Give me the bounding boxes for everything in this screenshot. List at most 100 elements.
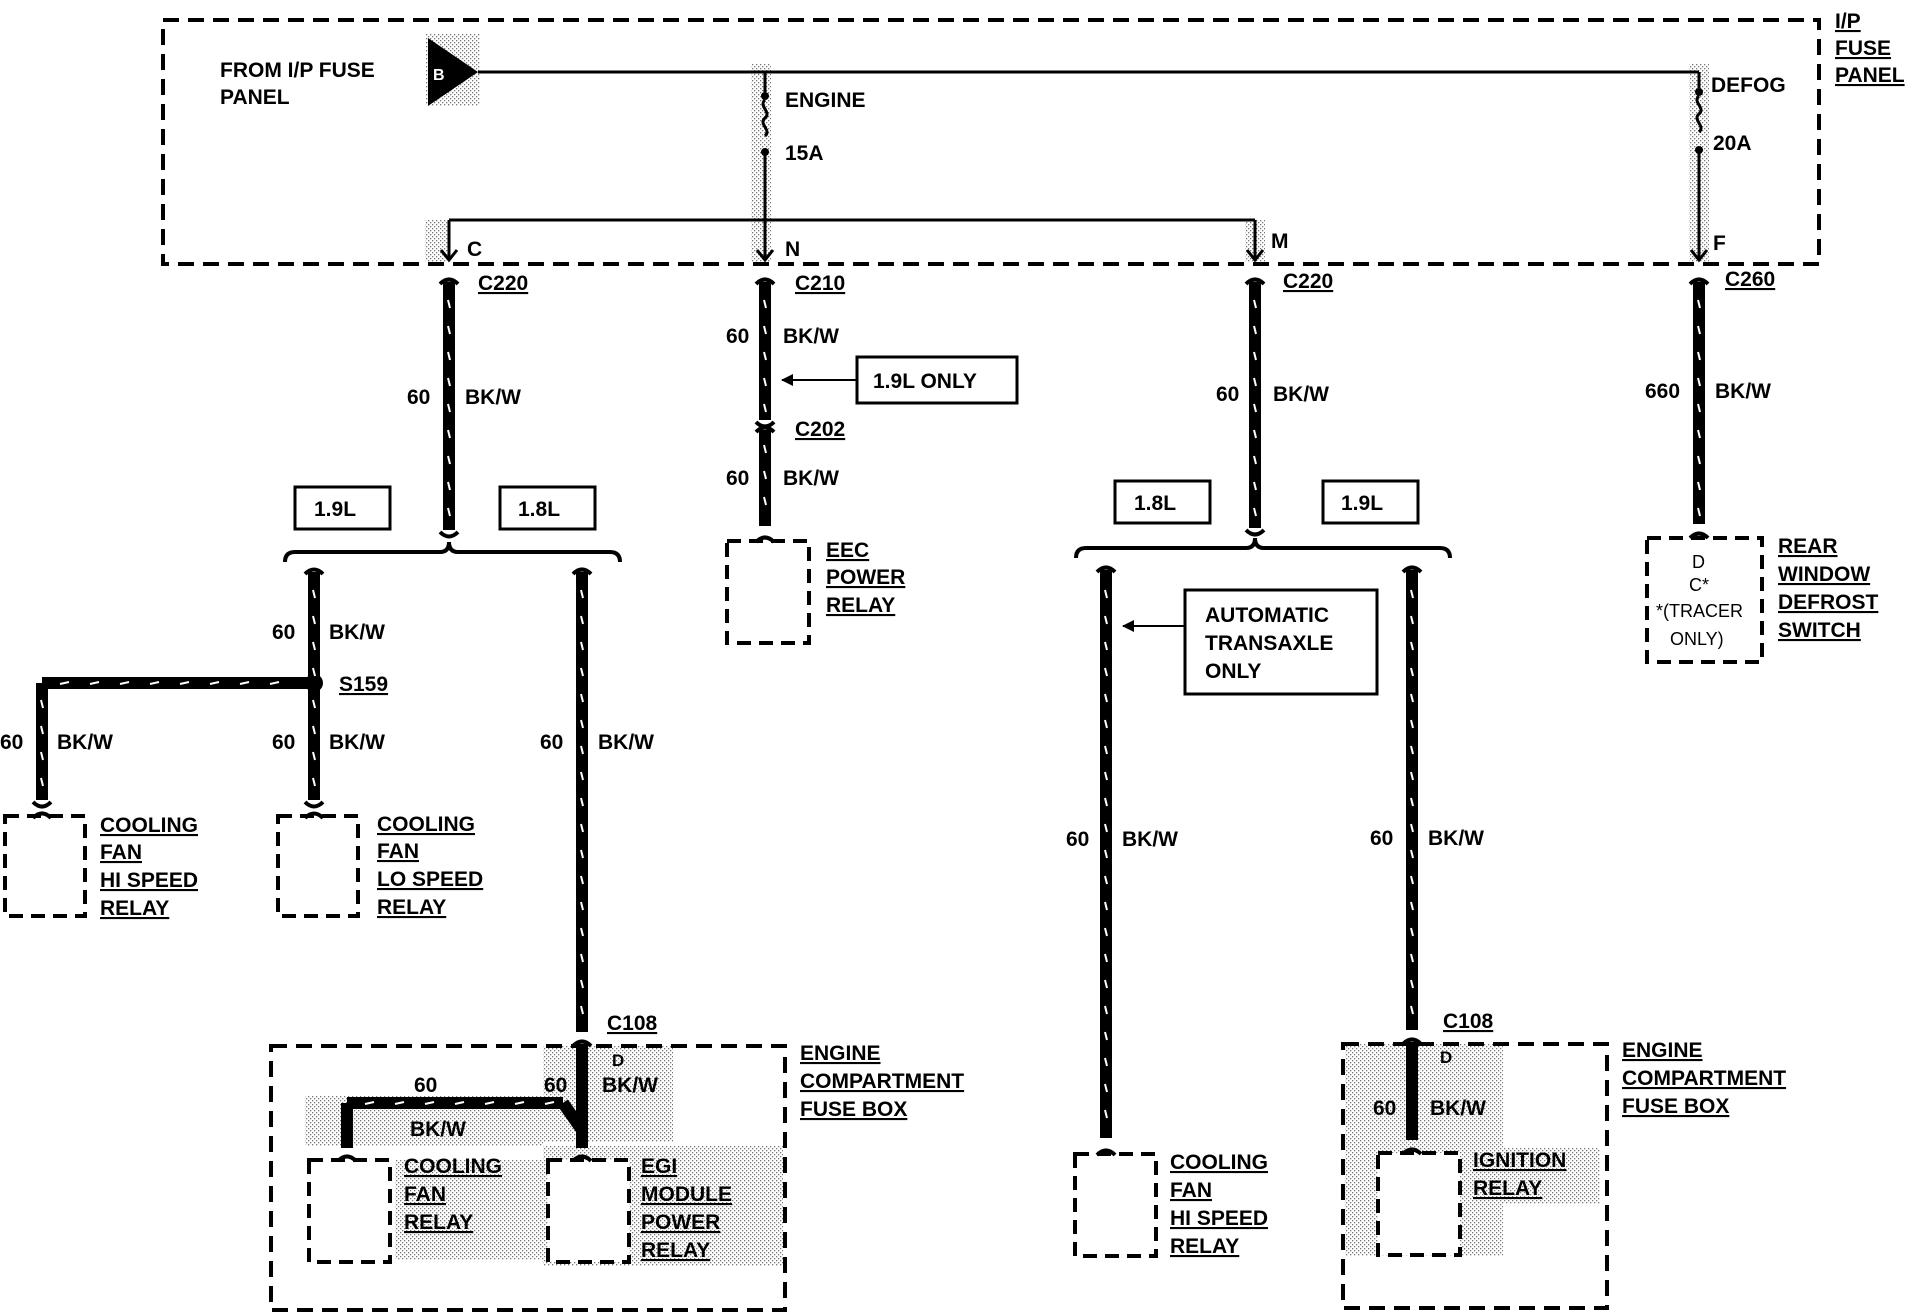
svg-text:FUSE BOX: FUSE BOX <box>800 1098 907 1121</box>
svg-text:60: 60 <box>1373 1097 1396 1120</box>
svg-text:ONLY: ONLY <box>1205 660 1261 683</box>
svg-text:ENGINE: ENGINE <box>800 1042 881 1065</box>
svg-text:COMPARTMENT: COMPARTMENT <box>1622 1067 1786 1090</box>
note-18l-left: 1.8L <box>518 498 560 521</box>
branch-c220-left: C220 60 BK/W 1.9L 1.8L <box>283 272 622 563</box>
panel-title-2: FUSE <box>1835 37 1891 60</box>
svg-text:COMPARTMENT: COMPARTMENT <box>800 1070 964 1093</box>
svg-text:60: 60 <box>272 621 295 644</box>
svg-text:COOLING: COOLING <box>404 1155 502 1178</box>
svg-text:60: 60 <box>1066 828 1089 851</box>
connector-c108-left: C108 <box>607 1012 658 1035</box>
note-19l-only: 1.9L ONLY <box>873 370 977 393</box>
note-19l-left: 1.9L <box>314 498 356 521</box>
fuse-defog-rating: 20A <box>1713 132 1752 155</box>
svg-text:MODULE: MODULE <box>641 1183 732 1206</box>
svg-text:EGI: EGI <box>641 1155 677 1178</box>
connector-c220-right: C220 <box>1283 270 1333 293</box>
svg-text:60: 60 <box>414 1074 437 1097</box>
svg-text:ONLY): ONLY) <box>1670 629 1724 649</box>
svg-text:FAN: FAN <box>1170 1179 1212 1202</box>
note-19l-right: 1.9L <box>1341 492 1383 515</box>
note-18l-right: 1.8L <box>1134 492 1176 515</box>
svg-text:RELAY: RELAY <box>404 1211 473 1234</box>
wire-color: BK/W <box>465 386 521 409</box>
connector-c108-right: C108 <box>1443 1010 1494 1033</box>
connector-c202: C202 <box>795 418 845 441</box>
pin-m: M <box>1271 230 1289 253</box>
engine-fuse-box-left: D 60 BK/W 60 BK/W COOLING FAN RELAY EGI … <box>269 1039 964 1312</box>
svg-text:SWITCH: SWITCH <box>1778 619 1861 642</box>
egi-module-power-relay-box <box>546 1158 631 1264</box>
connector-c220-left: C220 <box>478 272 528 295</box>
fan-hi-speed-relay-right-box <box>1073 1152 1158 1258</box>
svg-text:RELAY: RELAY <box>377 896 446 919</box>
svg-text:FAN: FAN <box>404 1183 446 1206</box>
svg-text:RELAY: RELAY <box>1170 1235 1239 1258</box>
branch-19l-left: 60 BK/W S159 60 BK/W 60 BK/W COOLING FAN… <box>0 567 483 920</box>
svg-text:60: 60 <box>1370 827 1393 850</box>
svg-text:HI SPEED: HI SPEED <box>100 869 198 892</box>
from-fuse-panel-label: FROM I/P FUSE <box>220 59 375 82</box>
svg-text:IGNITION: IGNITION <box>1473 1149 1566 1172</box>
svg-text:TRANSAXLE: TRANSAXLE <box>1205 632 1333 655</box>
ip-fuse-panel: FROM I/P FUSE PANEL I/P FUSE PANEL B ENG… <box>161 10 1905 266</box>
fuse-engine-rating: 15A <box>785 142 824 165</box>
svg-text:C*: C* <box>1689 575 1709 595</box>
svg-text:BK/W: BK/W <box>1428 827 1484 850</box>
svg-text:60: 60 <box>272 731 295 754</box>
svg-text:60: 60 <box>0 731 23 754</box>
panel-title-3: PANEL <box>1835 64 1905 87</box>
connector-b-icon <box>428 38 478 106</box>
from-fuse-panel-label-2: PANEL <box>220 86 290 109</box>
panel-title-1: I/P <box>1835 10 1861 33</box>
svg-text:BK/W: BK/W <box>1122 828 1178 851</box>
svg-text:EEC: EEC <box>826 539 869 562</box>
connector-c260: C260 <box>1725 268 1775 291</box>
svg-text:ENGINE: ENGINE <box>1622 1039 1703 1062</box>
svg-text:BK/W: BK/W <box>1430 1097 1486 1120</box>
cooling-fan-relay-box <box>307 1158 392 1264</box>
svg-text:WINDOW: WINDOW <box>1778 563 1870 586</box>
svg-text:60: 60 <box>726 467 749 490</box>
svg-text:BK/W: BK/W <box>57 731 113 754</box>
svg-text:LO SPEED: LO SPEED <box>377 868 483 891</box>
wire-tracer-marks <box>40 299 1701 1119</box>
fuse-defog-icon <box>1695 94 1703 134</box>
svg-text:COOLING: COOLING <box>377 813 475 836</box>
svg-text:660: 660 <box>1645 380 1680 403</box>
svg-text:BK/W: BK/W <box>329 621 385 644</box>
fuse-defog-name: DEFOG <box>1711 74 1786 97</box>
svg-text:POWER: POWER <box>826 566 905 589</box>
svg-text:FUSE BOX: FUSE BOX <box>1622 1095 1729 1118</box>
svg-text:BK/W: BK/W <box>410 1118 466 1141</box>
svg-text:RELAY: RELAY <box>100 897 169 920</box>
branch-19l-right: 60 BK/W C108 <box>1370 565 1494 1033</box>
fan-lo-speed-relay-box <box>276 814 360 918</box>
svg-text:REAR: REAR <box>1778 535 1838 558</box>
svg-text:RELAY: RELAY <box>1473 1177 1542 1200</box>
pin-f: F <box>1713 232 1726 255</box>
fuse-engine-name: ENGINE <box>785 89 866 112</box>
branch-c260: C260 660 BK/W D C* *(TRACER ONLY) REAR W… <box>1645 268 1879 664</box>
rear-defrost-switch-box <box>1645 536 1764 664</box>
svg-text:BK/W: BK/W <box>1273 383 1329 406</box>
svg-text:FAN: FAN <box>100 841 142 864</box>
wire-gauge: 60 <box>407 386 430 409</box>
svg-text:*(TRACER: *(TRACER <box>1656 601 1743 621</box>
splice-s159: S159 <box>339 673 388 696</box>
pin-n: N <box>785 238 800 261</box>
svg-text:D: D <box>1692 552 1705 572</box>
branch-18l-left: 60 BK/W C108 <box>540 567 658 1035</box>
svg-text:BK/W: BK/W <box>602 1074 658 1097</box>
svg-text:60: 60 <box>1216 383 1239 406</box>
svg-text:HI SPEED: HI SPEED <box>1170 1207 1268 1230</box>
svg-text:60: 60 <box>544 1074 567 1097</box>
svg-text:COOLING: COOLING <box>1170 1151 1268 1174</box>
svg-text:60: 60 <box>540 731 563 754</box>
ignition-relay-box <box>1376 1151 1462 1257</box>
branch-c220-right: C220 60 BK/W 1.8L 1.9L <box>1074 270 1452 559</box>
connector-b-letter: B <box>433 67 445 84</box>
engine-fuse-box-right: D 60 BK/W IGNITION RELAY ENGINE COMPARTM… <box>1341 1037 1786 1310</box>
svg-text:BK/W: BK/W <box>598 731 654 754</box>
